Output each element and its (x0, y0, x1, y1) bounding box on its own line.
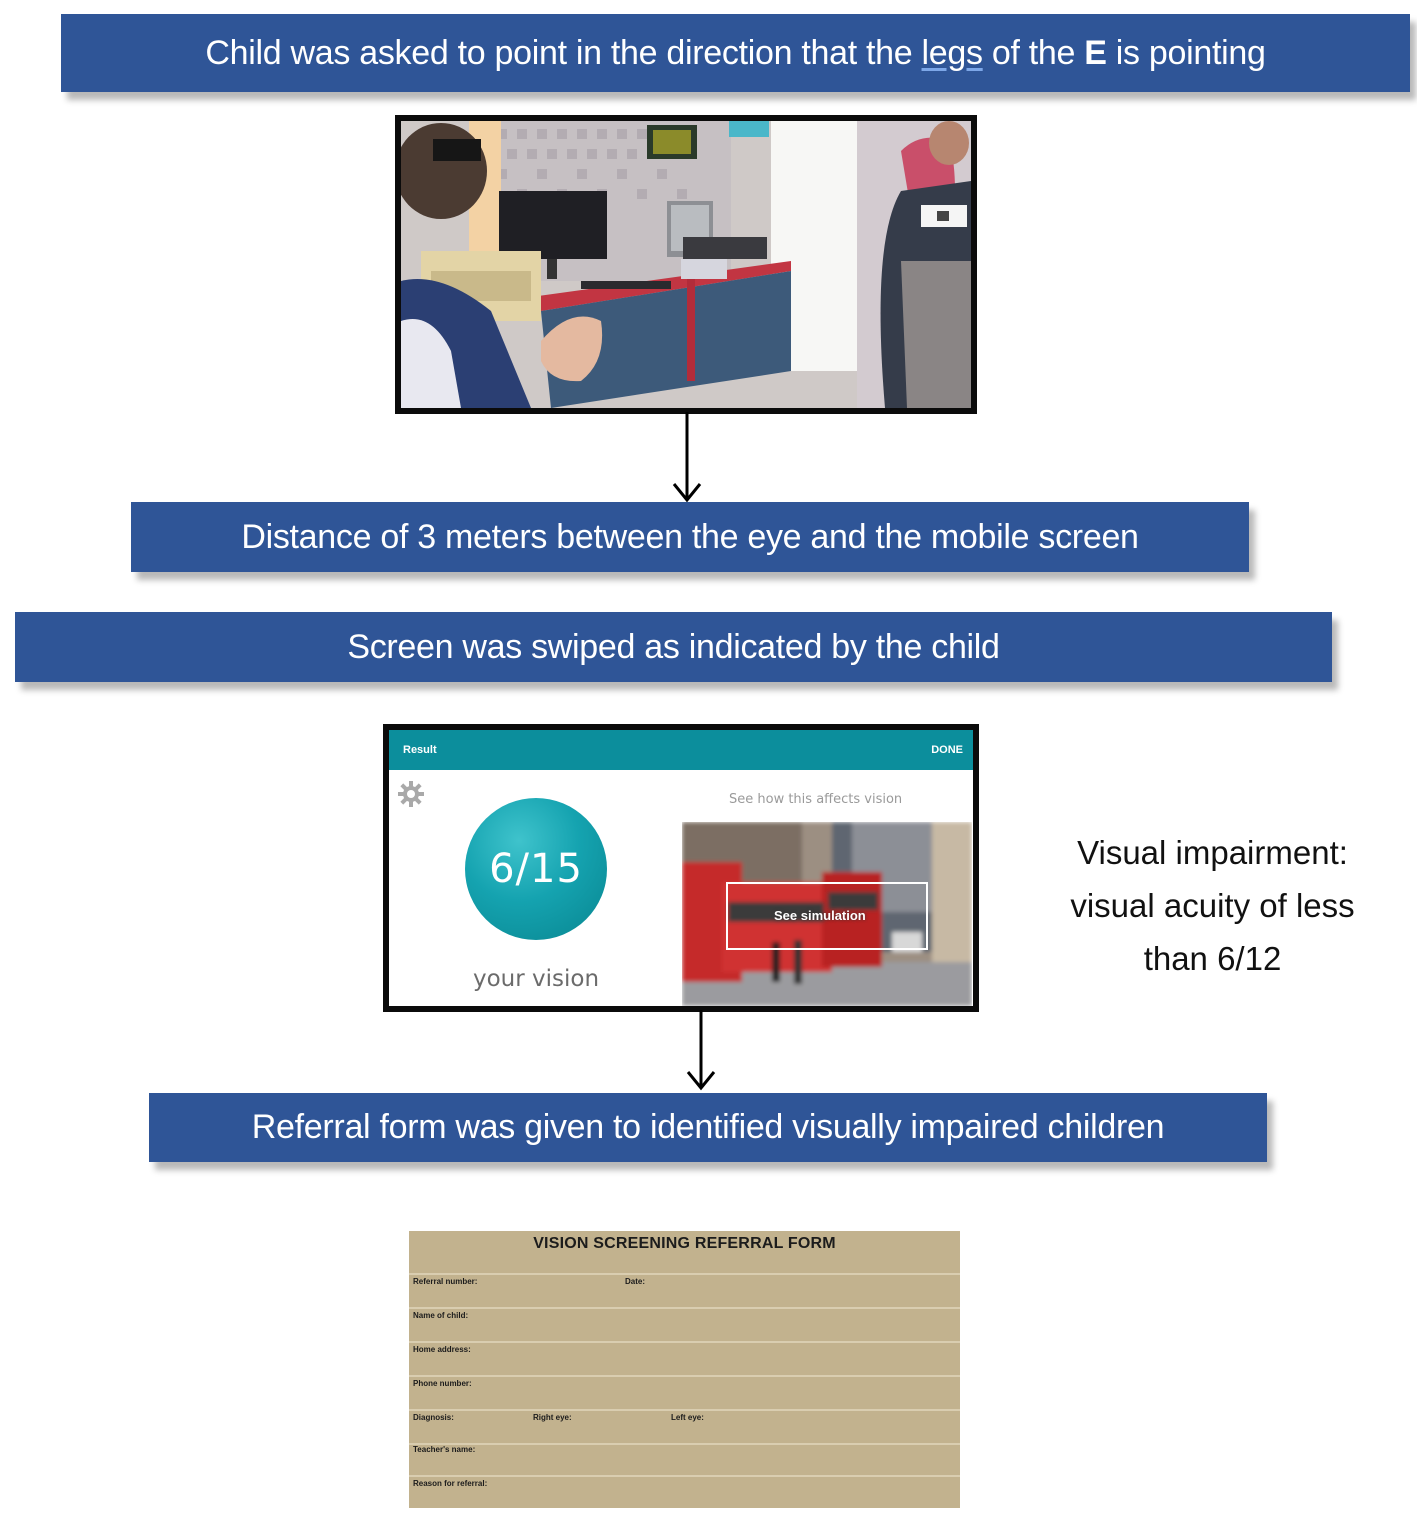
child-name-label: Name of child: (413, 1311, 469, 1320)
simulation-button-label[interactable]: See simulation (774, 908, 866, 923)
step-3-banner: Screen was swiped as indicated by the ch… (15, 612, 1332, 682)
app-title: Result (403, 744, 437, 756)
referral-number-label: Referral number: (413, 1277, 478, 1286)
form-divider (409, 1341, 960, 1343)
form-divider (409, 1409, 960, 1411)
diagnosis-label: Diagnosis: (413, 1413, 454, 1422)
form-divider (409, 1475, 960, 1477)
acuity-value: 6/15 (489, 846, 583, 892)
step-2-text: Distance of 3 meters between the eye and… (241, 517, 1139, 556)
acuity-caption: your vision (472, 966, 600, 992)
simulation-prompt: See how this affects vision (729, 792, 903, 807)
step-4-banner: Referral form was given to identified vi… (149, 1093, 1267, 1162)
arrow-down-icon (672, 412, 702, 503)
form-divider (409, 1273, 960, 1275)
reason-label: Reason for referral: (413, 1479, 488, 1488)
done-button[interactable]: DONE (931, 744, 963, 756)
step-2-banner: Distance of 3 meters between the eye and… (131, 502, 1249, 572)
legs-word: legs (921, 33, 983, 72)
step-1-banner: Child was asked to point in the directio… (61, 14, 1410, 92)
step-4-text: Referral form was given to identified vi… (251, 1108, 1165, 1146)
home-address-label: Home address: (413, 1345, 471, 1354)
classroom-photo (395, 115, 977, 414)
form-divider (409, 1375, 960, 1377)
note-line-3: than 6/12 (1143, 940, 1282, 977)
step-3-text: Screen was swiped as indicated by the ch… (347, 627, 1000, 666)
phone-number-label: Phone number: (413, 1379, 472, 1388)
acuity-circle: 6/15 (465, 798, 607, 940)
result-screen: Result DONE 6/15 your vision See how thi… (383, 724, 979, 1012)
form-title: VISION SCREENING REFERRAL FORM (533, 1235, 836, 1252)
classroom-scene (401, 121, 971, 408)
step-1-text: Child was asked to point in the directio… (205, 33, 1266, 72)
gear-icon[interactable] (397, 780, 425, 808)
form-divider (409, 1443, 960, 1445)
note-line-2: visual acuity of less (1070, 887, 1355, 924)
app-bar: Result DONE (389, 730, 973, 770)
right-eye-label: Right eye: (533, 1413, 572, 1422)
street-simulation-image (682, 822, 972, 1006)
simulation-button[interactable] (726, 882, 928, 950)
letter-e: E (1084, 33, 1107, 72)
form-divider (409, 1307, 960, 1309)
left-eye-label: Left eye: (671, 1413, 704, 1422)
note-line-1: Visual impairment: (1077, 834, 1348, 871)
arrow-down-icon (686, 1010, 716, 1091)
referral-form: VISION SCREENING REFERRAL FORM Referral … (409, 1231, 960, 1508)
teacher-name-label: Teacher's name: (413, 1445, 476, 1454)
visual-impairment-note: Visual impairment: visual acuity of less… (1040, 826, 1385, 985)
date-label: Date: (625, 1277, 646, 1286)
